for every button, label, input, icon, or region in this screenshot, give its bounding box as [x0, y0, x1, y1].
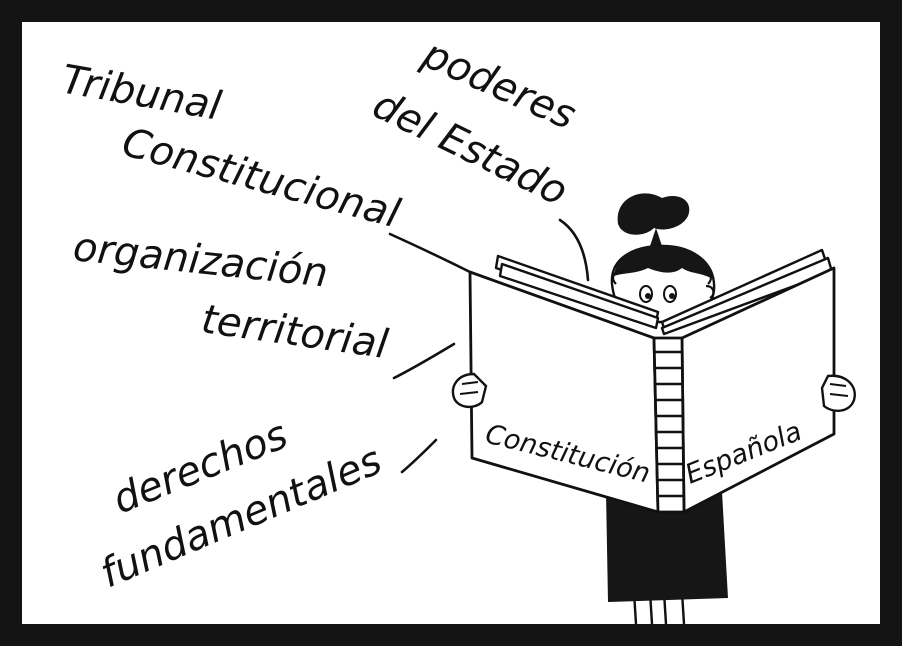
open-book: Constitución Española — [451, 248, 856, 514]
left-pupil — [645, 293, 651, 299]
label-organizacion: organización — [71, 224, 330, 296]
right-hand — [820, 374, 856, 412]
right-hand-fingers — [829, 383, 849, 397]
leader-poderes — [558, 218, 590, 282]
hair-tie — [650, 228, 662, 246]
label-tribunal: Tribunal — [58, 57, 224, 130]
hair-bun — [617, 193, 690, 235]
book-spine — [652, 336, 686, 514]
black-skirt — [606, 492, 728, 602]
label-derechos-fundamentales: derechos fundamentales — [94, 412, 388, 597]
curly-hair — [614, 245, 714, 280]
label-territorial: territorial — [199, 296, 391, 368]
book-pages — [494, 248, 834, 336]
label-constitucional: Constitucional — [117, 119, 404, 237]
leader-derechos — [400, 438, 438, 474]
leader-lines — [388, 218, 590, 474]
woman-figure — [606, 193, 728, 624]
leader-organizacion — [392, 342, 456, 380]
leader-tribunal — [388, 232, 472, 274]
label-tribunal-constitucional: Tribunal Constitucional — [58, 57, 404, 238]
hair-curls — [612, 270, 715, 299]
label-organizacion-territorial: organización territorial — [71, 224, 391, 368]
illustration-canvas: Tribunal Constitucional poderes del Esta… — [58, 31, 856, 624]
label-poderes-del-estado: poderes del Estado — [366, 31, 583, 215]
left-hand-fingers — [459, 381, 479, 395]
right-pupil — [669, 293, 675, 299]
